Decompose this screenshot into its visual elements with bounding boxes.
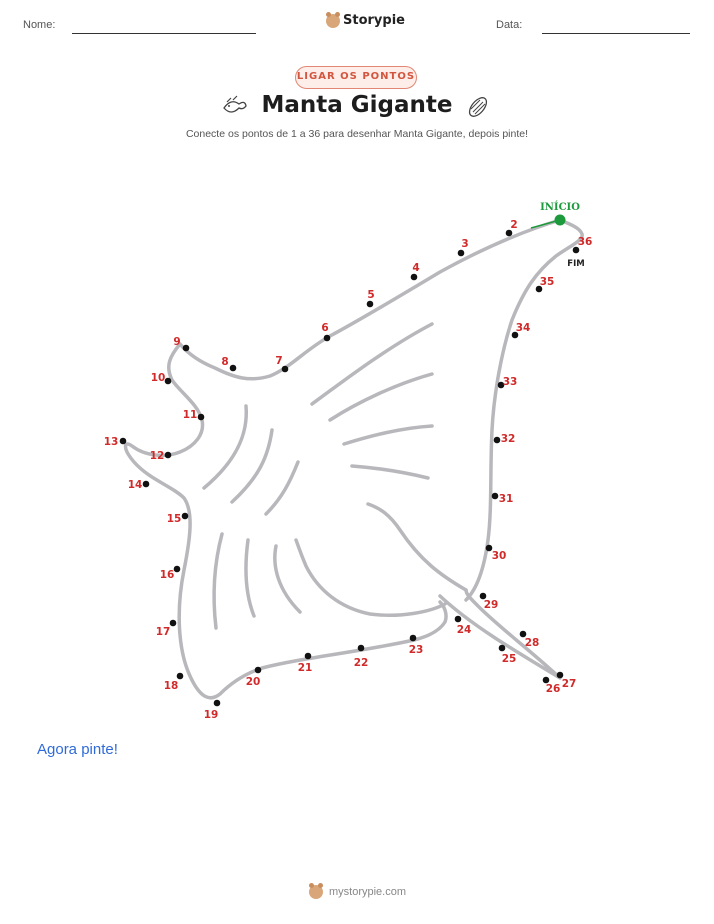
footer-url[interactable]: mystorypie.com xyxy=(329,886,407,898)
dot-18 xyxy=(176,672,184,680)
dot-label-11: 11 xyxy=(183,409,198,421)
dot-30 xyxy=(485,544,493,552)
dot-label-21: 21 xyxy=(298,662,313,674)
page-title: Manta Gigante xyxy=(261,92,453,118)
dot-7 xyxy=(281,365,289,373)
dot-label-34: 34 xyxy=(516,322,531,334)
dot-11 xyxy=(197,413,205,421)
dot-8 xyxy=(229,364,237,372)
dot-22 xyxy=(357,644,365,652)
dot-19 xyxy=(213,699,221,707)
dot-label-36: 36 xyxy=(578,236,593,248)
dot-label-26: 26 xyxy=(546,683,561,695)
date-line[interactable] xyxy=(542,33,690,34)
dot-label-17: 17 xyxy=(156,626,171,638)
dot-20 xyxy=(254,666,262,674)
dot-label-3: 3 xyxy=(461,238,468,250)
start-label: INÍCIO xyxy=(540,201,580,213)
name-line[interactable] xyxy=(72,33,256,34)
dot-33 xyxy=(497,381,505,389)
dot-9 xyxy=(182,344,190,352)
dot-34 xyxy=(511,331,519,339)
dot-label-14: 14 xyxy=(128,479,143,491)
dot-label-19: 19 xyxy=(204,709,219,721)
footer: mystorypie.com xyxy=(309,883,407,899)
date-label: Data: xyxy=(496,19,523,31)
dot-label-10: 10 xyxy=(151,372,166,384)
dot-label-2: 2 xyxy=(510,219,517,231)
dot-17 xyxy=(169,619,177,627)
dot-4 xyxy=(410,273,418,281)
dot-21 xyxy=(304,652,312,660)
brand-logo: Storypie xyxy=(326,11,405,28)
activity-badge: LIGAR OS PONTOS xyxy=(295,66,417,89)
dot-label-22: 22 xyxy=(354,657,369,669)
dot-label-6: 6 xyxy=(321,322,328,334)
dot-label-16: 16 xyxy=(160,569,175,581)
dot-label-27: 27 xyxy=(562,678,577,690)
dot-label-29: 29 xyxy=(484,599,499,611)
dot-6 xyxy=(323,334,331,342)
dot-label-9: 9 xyxy=(173,336,180,348)
dot-label-35: 35 xyxy=(540,276,555,288)
dot-label-25: 25 xyxy=(502,653,517,665)
dot-32 xyxy=(493,436,501,444)
name-label: Nome: xyxy=(23,19,56,31)
dot-15 xyxy=(181,512,189,520)
dot-28 xyxy=(519,630,527,638)
brand-name: Storypie xyxy=(343,13,405,28)
dot-label-30: 30 xyxy=(492,550,507,562)
dot-35 xyxy=(535,285,543,293)
dot-label-5: 5 xyxy=(367,289,374,301)
dot-label-15: 15 xyxy=(167,513,182,525)
instructions: Conecte os pontos de 1 a 36 para desenha… xyxy=(185,128,529,140)
dot-label-33: 33 xyxy=(503,376,518,388)
dot-3 xyxy=(457,249,465,257)
fish-icon xyxy=(223,95,247,113)
dot-5 xyxy=(366,300,374,308)
dot-31 xyxy=(491,492,499,500)
dot-13 xyxy=(119,437,127,445)
dot-12 xyxy=(164,451,172,459)
dot-label-32: 32 xyxy=(501,433,516,445)
dot-25 xyxy=(498,644,506,652)
dot-24 xyxy=(454,615,462,623)
bear-icon-footer xyxy=(309,883,323,899)
dot-label-7: 7 xyxy=(275,355,282,367)
color-now-text: Agora pinte! xyxy=(37,741,118,758)
dot-26 xyxy=(542,676,550,684)
dot-23 xyxy=(409,634,417,642)
dot-label-4: 4 xyxy=(412,262,419,274)
dot-label-28: 28 xyxy=(525,637,540,649)
bear-icon xyxy=(326,11,340,28)
dot-10 xyxy=(164,377,172,385)
dot-label-20: 20 xyxy=(246,676,261,688)
dot-27 xyxy=(556,671,564,679)
dot-36 xyxy=(572,246,580,254)
shell-icon xyxy=(468,97,488,117)
dot-29 xyxy=(479,592,487,600)
dot-label-13: 13 xyxy=(104,436,119,448)
dot-16 xyxy=(173,565,181,573)
dot-label-12: 12 xyxy=(150,450,165,462)
end-label: FIM xyxy=(567,259,584,269)
dot-2 xyxy=(505,229,513,237)
dot-14 xyxy=(142,480,150,488)
dot-label-18: 18 xyxy=(164,680,179,692)
dot-label-8: 8 xyxy=(221,356,228,368)
start-dot xyxy=(554,214,566,226)
manta-outline xyxy=(123,218,584,700)
dot-label-24: 24 xyxy=(457,624,472,636)
dot-label-31: 31 xyxy=(499,493,514,505)
dot-label-23: 23 xyxy=(409,644,424,656)
